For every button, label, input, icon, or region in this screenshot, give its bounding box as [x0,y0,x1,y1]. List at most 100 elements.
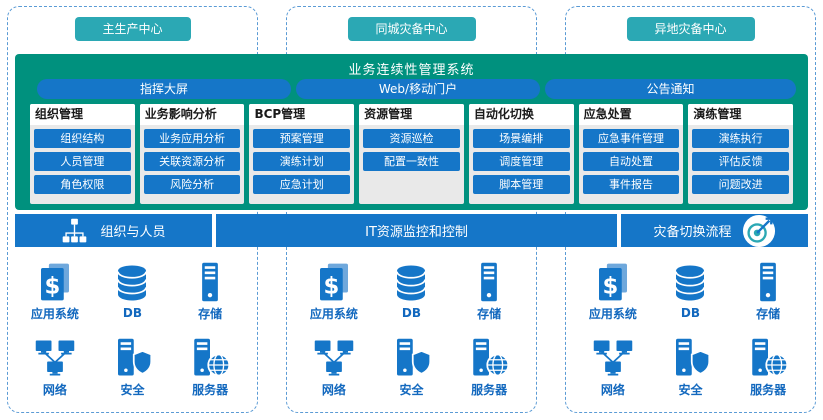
network-icon [34,337,76,379]
system-title: 业务连续性管理系统 [348,63,475,78]
resource-network: 网络 [592,337,634,398]
resource-grid-samecity: 应用系统 DB 存储 网络 安全 服务器 [295,253,528,406]
module-item: 脚本管理 [472,175,570,194]
it-resource-monitor-bar-label: IT资源监控和控制 [365,225,468,240]
bcm-system-panel: 业务连续性管理系统 指挥大屏 Web/移动门户 公告通知 组织管理 组织结构 人… [15,54,808,210]
resource-grid-primary: 应用系统 DB 存储 网络 安全 服务器 [16,253,249,406]
resource-label: 应用系统 [309,306,358,321]
module-item: 问题改进 [692,175,790,194]
org-chart-icon [63,218,87,243]
module-resource-management: 资源管理 资源巡检 配置一致性 [359,104,464,204]
resource-label: DB [680,306,701,321]
resource-security: 安全 [390,337,432,398]
module-item: 调度管理 [472,152,570,171]
module-item: 角色权限 [34,175,131,194]
module-item: 评估反馈 [692,152,790,171]
resource-storage: 存储 [189,261,231,322]
security-icon [111,337,153,379]
module-item: 应急事件管理 [582,129,680,148]
resource-storage: 存储 [468,261,510,322]
module-title: 自动化切换 [468,104,574,125]
security-icon [390,337,432,379]
module-title: 应急处置 [578,104,684,125]
module-emergency-response: 应急处置 应急事件管理 自动处置 事件报告 [578,104,684,204]
resource-db: DB [111,262,153,320]
module-item: 演练计划 [253,152,351,171]
module-item: 人员管理 [34,152,131,171]
module-drill-management: 演练管理 演练执行 评估反馈 问题改进 [688,104,794,204]
network-icon [313,337,355,379]
resource-label: 服务器 [192,383,229,398]
module-item: 组织结构 [34,129,131,148]
resource-label: 服务器 [471,383,508,398]
resource-network: 网络 [34,337,76,398]
center-box-remote-dr: 异地灾备中心 应用系统 DB 存储 网络 安全 [565,6,816,413]
module-item: 关联资源分析 [143,152,241,171]
resource-label: 安全 [678,383,703,398]
module-item: 演练执行 [692,129,790,148]
server-icon [468,337,510,379]
resource-label: 服务器 [750,383,787,398]
resource-db: DB [669,262,711,320]
module-automated-switching: 自动化切换 场景编排 调度管理 脚本管理 [468,104,574,204]
center-box-primary: 主生产中心 应用系统 DB 存储 网络 安全 [7,6,258,413]
resource-db: DB [390,262,432,320]
storage-icon [468,261,510,303]
resource-label: 存储 [477,306,502,321]
resource-security: 安全 [111,337,153,398]
resource-security: 安全 [669,337,711,398]
resource-grid-remote: 应用系统 DB 存储 网络 安全 服务器 [574,253,807,406]
app-system-icon [313,261,355,303]
resource-label: 网络 [321,383,346,398]
resource-server: 服务器 [747,337,789,398]
module-item: 业务应用分析 [143,129,241,148]
dr-switch-flow-bar: 灾备切换流程 [621,214,808,247]
resource-label: DB [122,306,143,321]
module-row: 组织管理 组织结构 人员管理 角色权限 业务影响分析 业务应用分析 关联资源分析… [30,104,794,204]
security-icon [669,337,711,379]
module-business-impact-analysis: 业务影响分析 业务应用分析 关联资源分析 风险分析 [139,104,245,204]
app-system-icon [592,261,634,303]
resource-label: 网络 [42,383,67,398]
module-item: 应急计划 [253,175,351,194]
resource-app-system: 应用系统 [310,261,358,322]
module-item: 自动处置 [582,152,680,171]
module-item: 配置一致性 [363,152,460,171]
resource-label: 安全 [120,383,145,398]
module-title: 资源管理 [359,104,464,125]
portal-announcement: 公告通知 [545,79,796,99]
server-icon [189,337,231,379]
database-icon [669,262,711,304]
resource-app-system: 应用系统 [589,261,637,322]
module-item: 资源巡检 [363,129,460,148]
module-item: 风险分析 [143,175,241,194]
storage-icon [747,261,789,303]
resource-label: 网络 [600,383,625,398]
module-title: BCP管理 [249,104,355,125]
resource-label: 应用系统 [30,306,79,321]
module-item: 场景编排 [472,129,570,148]
org-people-bar-label: 组织与人员 [100,225,166,240]
resource-label: 存储 [756,306,781,321]
resource-label: 应用系统 [588,306,637,321]
resource-label: DB [401,306,422,321]
resource-server: 服务器 [189,337,231,398]
it-resource-monitor-bar: IT资源监控和控制 [216,214,617,247]
resource-app-system: 应用系统 [31,261,79,322]
target-arrow-icon [742,214,775,247]
network-icon [592,337,634,379]
resource-network: 网络 [313,337,355,398]
portal-web-mobile: Web/移动门户 [296,79,540,99]
center-title-remote-dr: 异地灾备中心 [626,17,755,41]
module-title: 业务影响分析 [139,104,245,125]
server-icon [747,337,789,379]
storage-icon [189,261,231,303]
app-system-icon [34,261,76,303]
resource-label: 存储 [198,306,223,321]
resource-label: 安全 [399,383,424,398]
module-org-management: 组织管理 组织结构 人员管理 角色权限 [30,104,135,204]
module-bcp-management: BCP管理 预案管理 演练计划 应急计划 [249,104,355,204]
dr-switch-flow-bar-label: 灾备切换流程 [653,225,732,240]
module-item: 预案管理 [253,129,351,148]
